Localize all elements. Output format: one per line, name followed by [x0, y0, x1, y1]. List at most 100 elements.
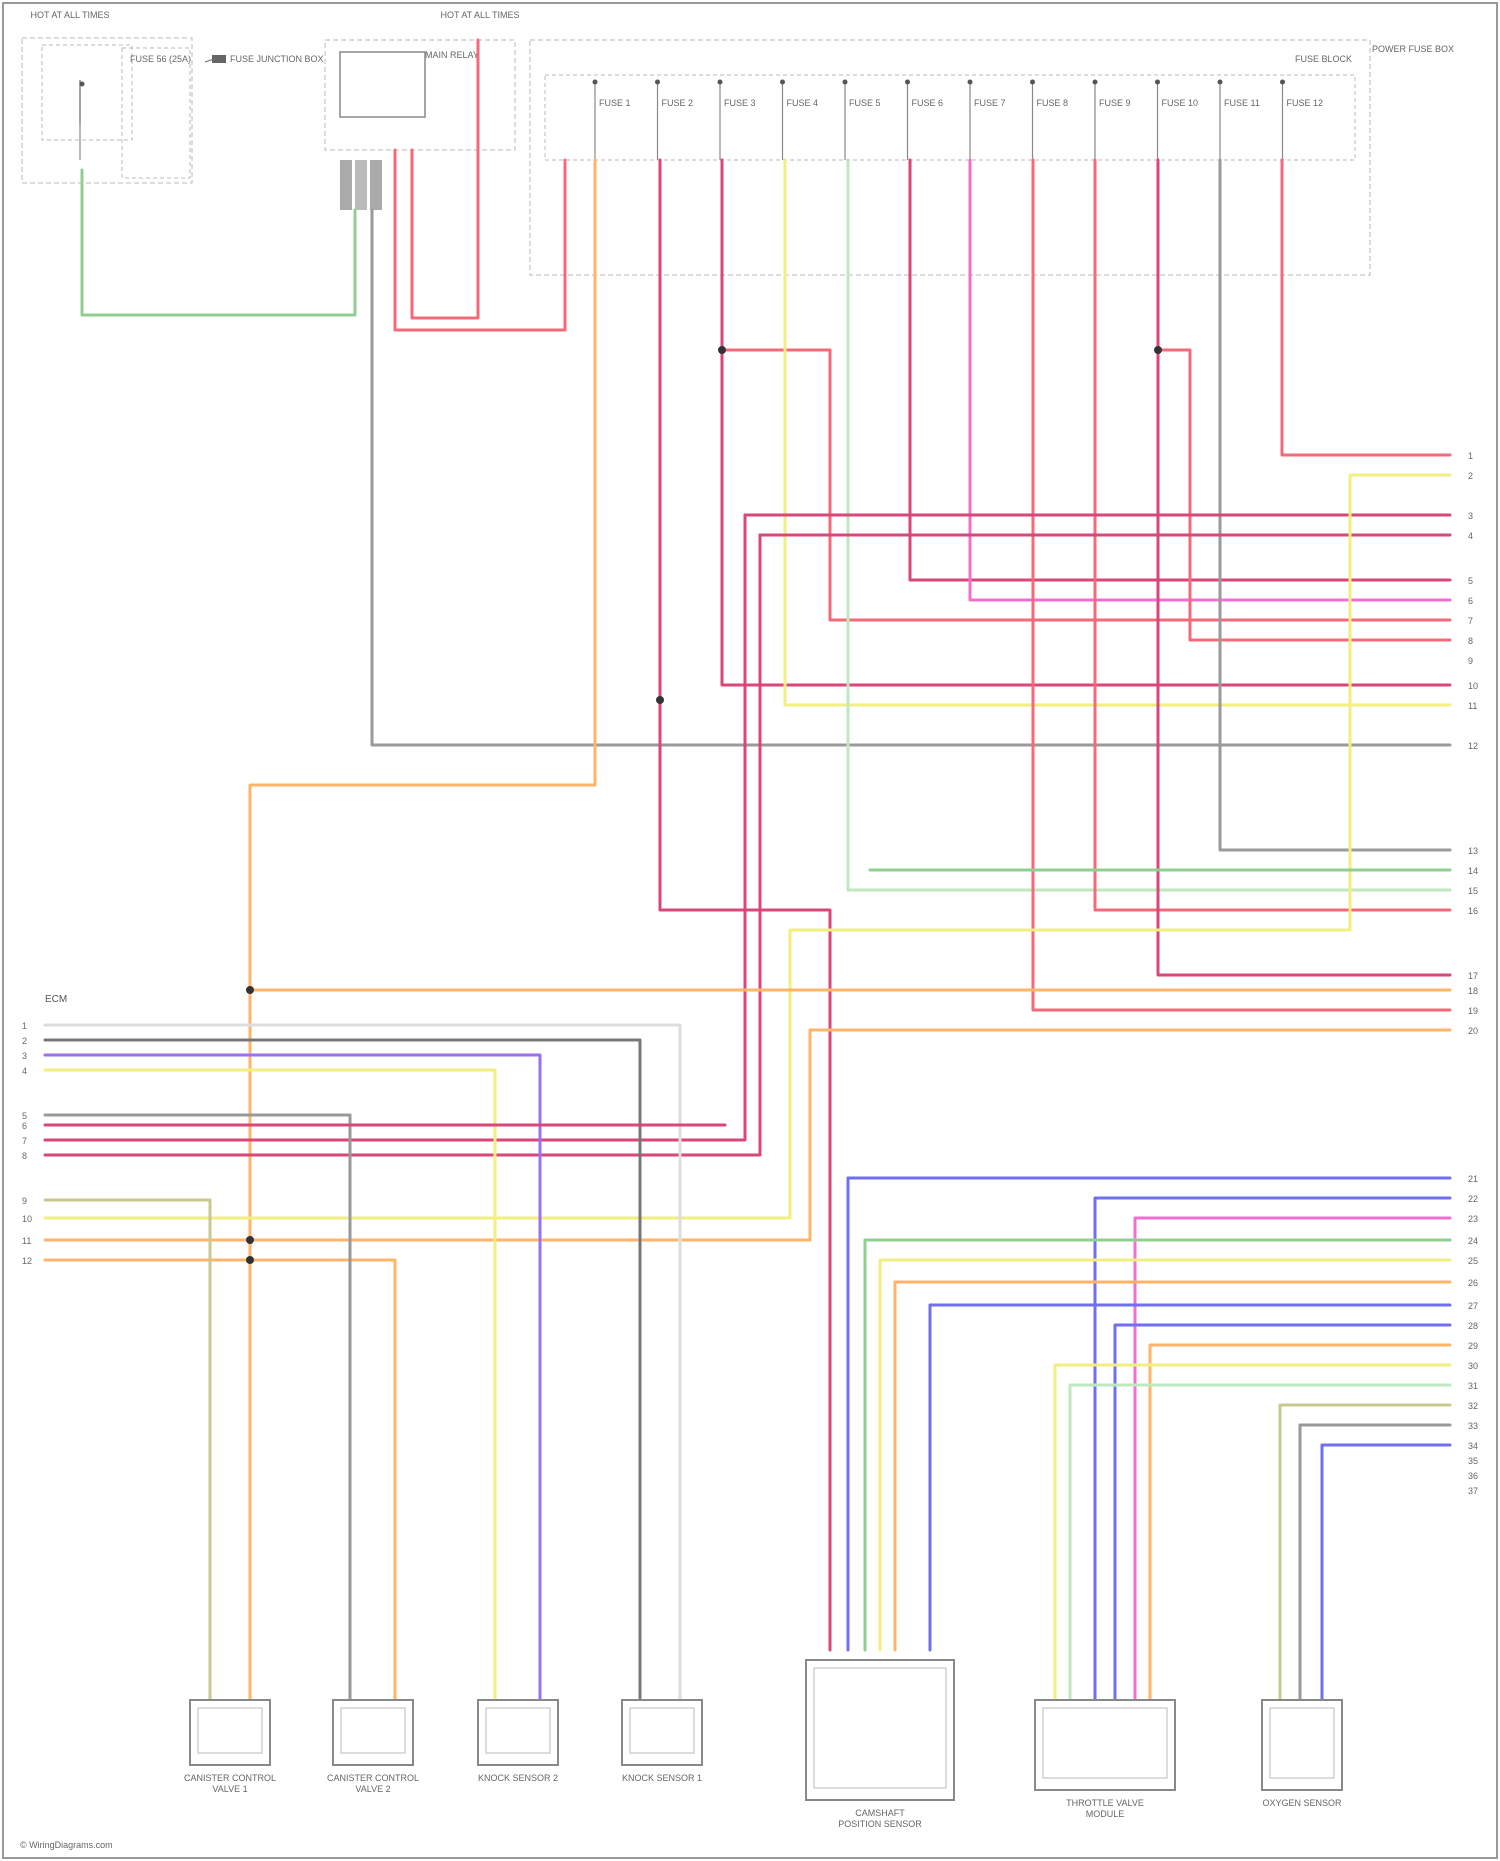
- component-4-body: [622, 1700, 702, 1765]
- component-1-body: [190, 1700, 270, 1765]
- right-pin-10: 10: [1468, 681, 1478, 691]
- left-pin-10: 10: [22, 1214, 32, 1224]
- left-pin-7: 7: [22, 1136, 27, 1146]
- right-pin-25: 25: [1468, 1256, 1478, 1266]
- right-pin-4: 4: [1468, 531, 1473, 541]
- right-pin-16: 16: [1468, 906, 1478, 916]
- fuse-10-label: FUSE 10: [1162, 98, 1199, 108]
- footer-text: © WiringDiagrams.com: [20, 1840, 113, 1850]
- right-pin-11: 11: [1468, 701, 1477, 711]
- right-pin-23: 23: [1468, 1214, 1478, 1224]
- component-4: KNOCK SENSOR 1: [622, 1700, 702, 1783]
- fuse-8-label: FUSE 8: [1037, 98, 1069, 108]
- left-pin-12: 12: [22, 1256, 32, 1266]
- fuse-3-terminal: [718, 80, 723, 85]
- left-pin-3: 3: [22, 1051, 27, 1061]
- right-pin-27: 27: [1468, 1301, 1478, 1311]
- component-6-body: [1035, 1700, 1175, 1790]
- right-pin-32: 32: [1468, 1401, 1478, 1411]
- fuse-block: [530, 40, 1370, 275]
- ecm-header: ECM: [45, 994, 67, 1005]
- fuse-9-terminal: [1093, 80, 1098, 85]
- fuse-1-label: FUSE 1: [599, 98, 631, 108]
- right-pin-14: 14: [1468, 866, 1478, 876]
- right-pin-3: 3: [1468, 511, 1473, 521]
- component-2-name: CANISTER CONTROLVALVE 2: [327, 1773, 419, 1794]
- fuse-2-terminal: [655, 80, 660, 85]
- left-pin-2: 2: [22, 1036, 27, 1046]
- fuse-5-terminal: [843, 80, 848, 85]
- component-7-body: [1262, 1700, 1342, 1790]
- fuse-block-label: FUSE BLOCK: [1295, 54, 1352, 64]
- component-4-name: KNOCK SENSOR 1: [622, 1773, 702, 1783]
- left-pin-6: 6: [22, 1121, 27, 1131]
- component-7-name: OXYGEN SENSOR: [1262, 1798, 1342, 1808]
- right-pin-30: 30: [1468, 1361, 1478, 1371]
- fuse-6-label: FUSE 6: [912, 98, 944, 108]
- right-pin-24: 24: [1468, 1236, 1478, 1246]
- left-pin-9: 9: [22, 1196, 27, 1206]
- component-7: OXYGEN SENSOR: [1262, 1700, 1342, 1808]
- right-pin-20: 20: [1468, 1026, 1478, 1036]
- right-pin-19: 19: [1468, 1006, 1478, 1016]
- right-pin-37: 37: [1468, 1486, 1478, 1496]
- right-pin-26: 26: [1468, 1278, 1478, 1288]
- right-pin-22: 22: [1468, 1194, 1478, 1204]
- fuse-9-label: FUSE 9: [1099, 98, 1131, 108]
- fuse-1-terminal: [593, 80, 598, 85]
- fuse-12-label: FUSE 12: [1287, 98, 1324, 108]
- right-pin-1: 1: [1468, 451, 1473, 461]
- right-pin-13: 13: [1468, 846, 1478, 856]
- right-pin-2: 2: [1468, 471, 1473, 481]
- hot-at-all-times-left-label: HOT AT ALL TIMES: [30, 10, 109, 20]
- fuse-3-label: FUSE 3: [724, 98, 756, 108]
- fuse-section-left: [22, 38, 226, 183]
- left-pin-1: 1: [22, 1021, 27, 1031]
- fuse-left-label: FUSE 56 (25A): [130, 54, 191, 64]
- right-pin-5: 5: [1468, 576, 1473, 586]
- fuse-7-label: FUSE 7: [974, 98, 1006, 108]
- right-pin-21: 21: [1468, 1174, 1478, 1184]
- fuse-7-terminal: [968, 80, 973, 85]
- right-pin-8: 8: [1468, 636, 1473, 646]
- left-pin-8: 8: [22, 1151, 27, 1161]
- right-pin-9: 9: [1468, 656, 1473, 666]
- right-pin-15: 15: [1468, 886, 1478, 896]
- hot-at-all-times-right-label: HOT AT ALL TIMES: [440, 10, 519, 20]
- right-pin-6: 6: [1468, 596, 1473, 606]
- fuse-4-label: FUSE 4: [787, 98, 819, 108]
- right-pin-28: 28: [1468, 1321, 1478, 1331]
- fuse-11-terminal: [1218, 80, 1223, 85]
- left-pin-4: 4: [22, 1066, 27, 1076]
- left-pin-5: 5: [22, 1111, 27, 1121]
- right-pin-12: 12: [1468, 741, 1478, 751]
- fuse-4-terminal: [780, 80, 785, 85]
- right-pin-31: 31: [1468, 1381, 1478, 1391]
- right-pin-35: 35: [1468, 1456, 1478, 1466]
- main-relay-label: MAIN RELAY: [425, 50, 479, 60]
- component-5-body: [806, 1660, 954, 1800]
- component-3-name: KNOCK SENSOR 2: [478, 1773, 558, 1783]
- fuse-6-terminal: [905, 80, 910, 85]
- fuse-5-label: FUSE 5: [849, 98, 881, 108]
- right-pin-18: 18: [1468, 986, 1478, 996]
- right-pin-17: 17: [1468, 971, 1478, 981]
- fuse-12-terminal: [1280, 80, 1285, 85]
- component-2-body: [333, 1700, 413, 1765]
- right-pin-36: 36: [1468, 1471, 1478, 1481]
- right-pin-7: 7: [1468, 616, 1473, 626]
- fuse-junction-label: FUSE JUNCTION BOX: [230, 54, 324, 64]
- fuse-10-terminal: [1155, 80, 1160, 85]
- fuse-8-terminal: [1030, 80, 1035, 85]
- fuse-11-label: FUSE 11: [1224, 98, 1260, 108]
- relay-area: [325, 40, 515, 210]
